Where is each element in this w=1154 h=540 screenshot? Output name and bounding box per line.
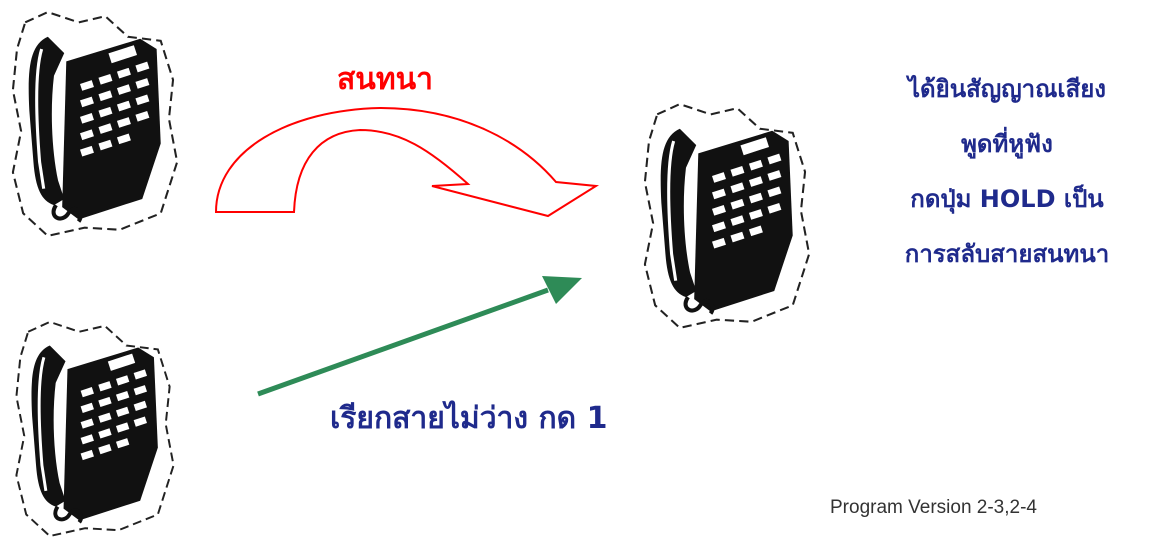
- busy-call-label: เรียกสายไม่ว่าง กด 1: [330, 401, 608, 436]
- talk-label: สนทนา: [337, 62, 433, 97]
- talk-arrow: [214, 106, 600, 218]
- instruction-line: ได้ยินสัญญาณเสียง: [907, 75, 1107, 103]
- busy-call-arrowhead: [542, 276, 582, 304]
- program-version: Program Version 2-3,2-4: [830, 497, 1037, 518]
- instruction-line: กดปุ่ม HOLD เป็น: [910, 185, 1104, 213]
- instruction-line: พูดที่หูฟัง: [961, 130, 1053, 158]
- instruction-text: ได้ยินสัญญาณเสียง พูดที่หูฟัง กดปุ่ม HOL…: [862, 62, 1152, 282]
- instruction-line: การสลับสายสนทนา: [904, 240, 1110, 268]
- busy-call-arrow: [257, 287, 549, 397]
